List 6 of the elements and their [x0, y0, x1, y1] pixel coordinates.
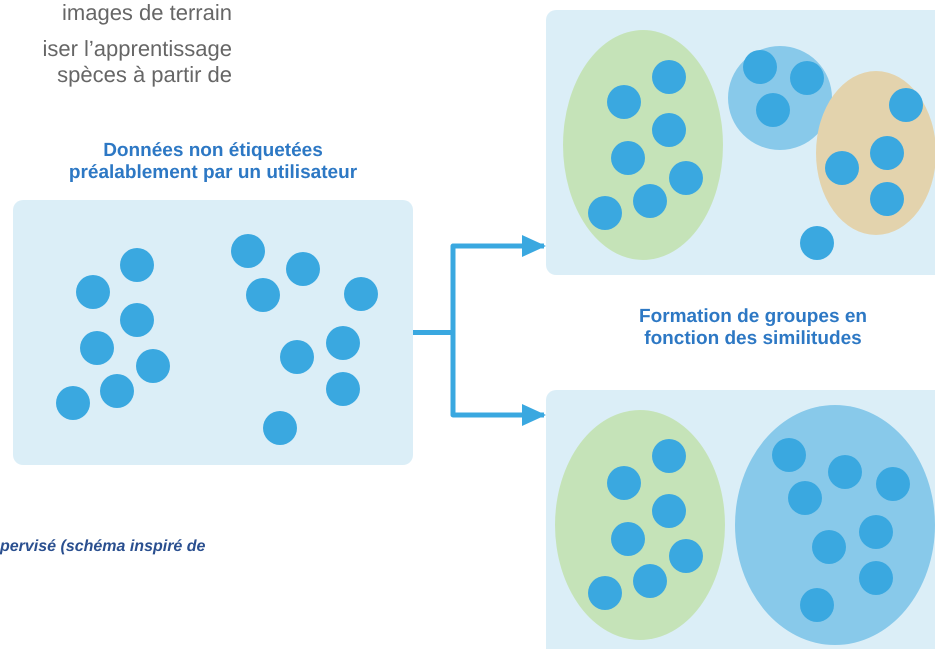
body-text: iser l’apprentissage — [42, 36, 232, 62]
body-text: images de terrain — [62, 0, 232, 26]
body-text: spèces à partir de — [57, 62, 232, 88]
section-heading: Formation de groupes en fonction des similitudes — [638, 306, 868, 350]
panel-heading: Données non étiquetées préalablement par un utilisateur — [68, 140, 358, 184]
caption-text: pervisé (schéma inspiré de — [0, 538, 206, 556]
